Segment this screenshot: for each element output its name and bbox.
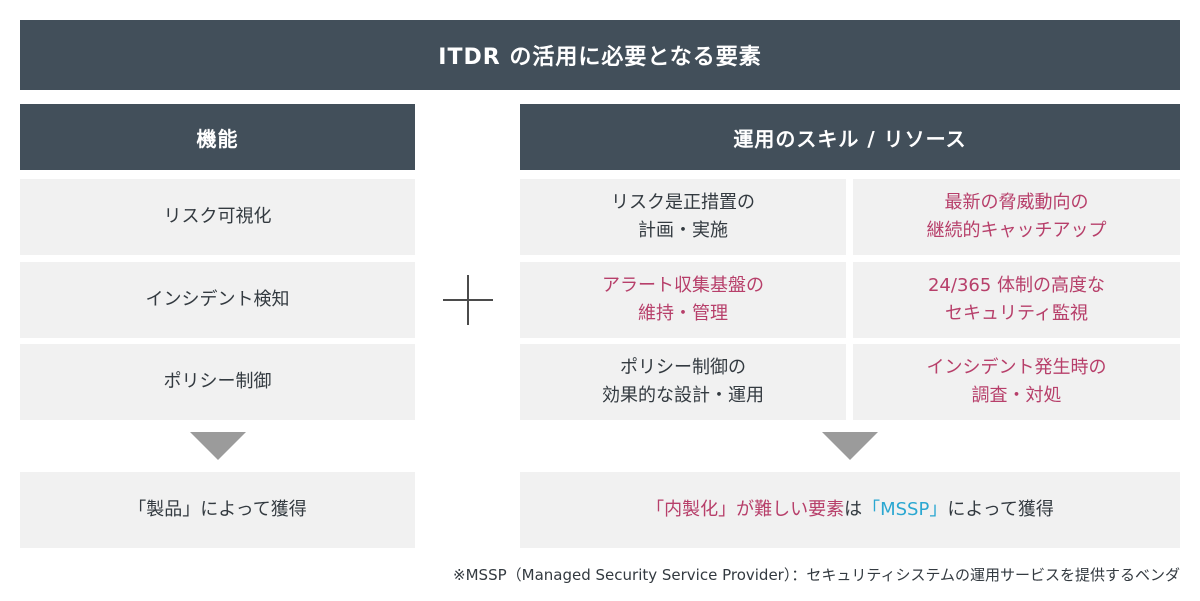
- left-item: リスク可視化: [20, 179, 415, 255]
- left-item: インシデント検知: [20, 262, 415, 338]
- left-item-label: ポリシー制御: [163, 371, 272, 392]
- left-item: ポリシー制御: [20, 344, 415, 420]
- diagram-title-text: ITDR の活用に必要となる要素: [438, 45, 762, 70]
- left-result-text: 「製品」によって獲得: [128, 499, 307, 520]
- plus-icon: [443, 275, 493, 325]
- left-header-text: 機能: [196, 126, 239, 151]
- footnote-text: ※MSSP（Managed Security Service Provider）…: [453, 566, 1180, 584]
- diagram-title: ITDR の活用に必要となる要素: [20, 20, 1180, 90]
- right-result-inhouse: 「内製化」が難しい要素: [646, 499, 845, 520]
- right-item-line2: 継続的キャッチアップ: [926, 220, 1107, 241]
- right-item-line1: アラート収集基盤の: [602, 275, 764, 296]
- right-result-connector: は: [844, 499, 863, 520]
- right-item-line2: セキュリティ監視: [945, 303, 1088, 324]
- right-item-line1: インシデント発生時の: [926, 357, 1107, 378]
- right-item-label: ポリシー制御の 効果的な設計・運用: [602, 354, 764, 410]
- right-item-label: リスク是正措置の 計画・実施: [611, 189, 755, 245]
- right-result: 「内製化」が難しい要素は「MSSP」によって獲得: [520, 472, 1180, 548]
- footnote: ※MSSP（Managed Security Service Provider）…: [20, 564, 1180, 585]
- left-item-label: インシデント検知: [145, 289, 290, 310]
- right-item-line1: 最新の脅威動向の: [944, 192, 1089, 213]
- right-item-line2: 調査・対処: [971, 385, 1062, 406]
- right-item-highlight: アラート収集基盤の 維持・管理: [520, 262, 846, 338]
- left-header: 機能: [20, 104, 415, 170]
- right-header-text: 運用のスキル / リソース: [733, 126, 967, 151]
- right-item-highlight: 24/365 体制の高度な セキュリティ監視: [853, 262, 1180, 338]
- right-item-line2: 維持・管理: [638, 303, 728, 324]
- right-result-text: 「内製化」が難しい要素は「MSSP」によって獲得: [646, 496, 1054, 524]
- right-header: 運用のスキル / リソース: [520, 104, 1180, 170]
- right-result-mssp: 「MSSP」: [862, 499, 948, 520]
- right-item-highlight: インシデント発生時の 調査・対処: [853, 344, 1180, 420]
- right-item-label: 24/365 体制の高度な セキュリティ監視: [928, 272, 1105, 328]
- right-item: リスク是正措置の 計画・実施: [520, 179, 846, 255]
- right-item-line2: 効果的な設計・運用: [602, 385, 764, 406]
- right-item-line1: リスク是正措置の: [611, 192, 755, 213]
- left-result: 「製品」によって獲得: [20, 472, 415, 548]
- right-item-label: インシデント発生時の 調査・対処: [927, 354, 1107, 410]
- left-item-label: リスク可視化: [163, 206, 272, 227]
- right-item: ポリシー制御の 効果的な設計・運用: [520, 344, 846, 420]
- triangle-down-icon: [822, 432, 878, 460]
- plus-icon-vertical: [467, 275, 469, 325]
- right-item-label: 最新の脅威動向の 継続的キャッチアップ: [927, 189, 1107, 245]
- right-item-line1: 24/365 体制の高度な: [927, 275, 1106, 296]
- right-item-highlight: 最新の脅威動向の 継続的キャッチアップ: [853, 179, 1180, 255]
- right-item-line1: ポリシー制御の: [620, 357, 746, 378]
- triangle-down-icon: [190, 432, 246, 460]
- right-item-label: アラート収集基盤の 維持・管理: [602, 272, 764, 328]
- right-result-suffix: によって獲得: [947, 499, 1054, 520]
- right-item-line2: 計画・実施: [638, 220, 728, 241]
